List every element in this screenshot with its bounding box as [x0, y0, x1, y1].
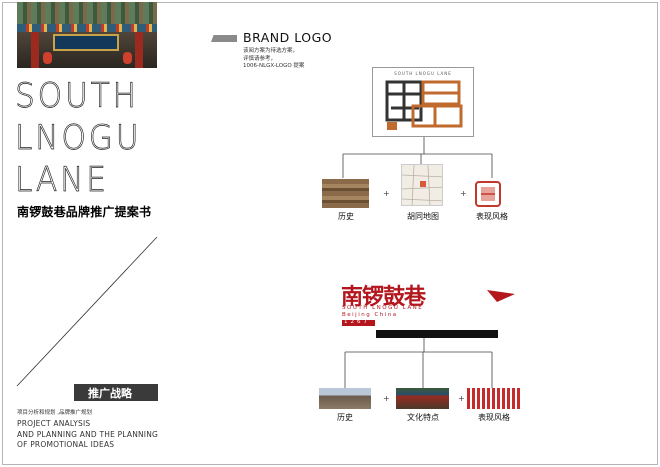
brand-description: 该阅方案为待选方案， 评慎请参考， 1006-NLGX-LOGO 提案: [243, 48, 304, 71]
logo2-sub-line: Beijing China: [342, 311, 398, 318]
year-tag: 1267: [342, 319, 375, 326]
title-line: LANE: [15, 160, 109, 201]
notes-en-line: OF PROMOTIONAL IDEAS: [17, 440, 115, 449]
style-seal-thumbnail: [473, 179, 503, 209]
bottom-notes: 项目分析和规划 ,品牌推广规划 PROJECT ANALYSIS AND PLA…: [17, 408, 158, 451]
caption-culture: 文化特点: [407, 413, 439, 422]
section-tag-label: 推广战略: [88, 387, 132, 400]
desc-line: 1006-NLGX-LOGO 提案: [243, 63, 305, 69]
style-banner-photo: [467, 388, 520, 409]
caption-hutong-map: 胡同地图: [407, 212, 439, 221]
logo1-small-text: SOUTH LNOGU LANE: [394, 71, 452, 76]
logo-proposal-1: SOUTH LNOGU LANE: [372, 67, 474, 137]
plus-sign: +: [460, 189, 467, 198]
culture-photo: [396, 388, 449, 409]
caption-history-2: 历史: [337, 413, 353, 422]
caption-style-2: 表现风格: [478, 413, 510, 422]
notes-en-line: PROJECT ANALYSIS: [17, 419, 91, 428]
logo2-subtext: SOUTH LNOGU LANE Beijing China: [342, 305, 423, 318]
caption-style: 表现风格: [476, 212, 508, 221]
brand-heading: BRAND LOGO: [243, 30, 333, 45]
plus-sign: +: [383, 394, 390, 403]
history-photo-2: [319, 388, 371, 409]
black-bar: [376, 330, 498, 338]
plus-sign: +: [458, 394, 465, 403]
title-line: LNOGU: [15, 118, 142, 159]
plus-sign: +: [383, 189, 390, 198]
logo2-sub-line: SOUTH LNOGU LANE: [342, 305, 424, 311]
heading-marker: [211, 35, 237, 42]
history-thumbnail: [322, 179, 369, 208]
hutong-map-thumbnail: [401, 164, 443, 206]
desc-line: 该阅方案为待选方案，: [243, 48, 299, 54]
gate-photo: [17, 2, 157, 68]
year-label: 1267: [344, 319, 370, 325]
proposal-title: 南锣鼓巷品牌推广提案书: [17, 205, 152, 219]
section-tag: 推广战略: [74, 384, 158, 401]
notes-cn: 项目分析和规划 ,品牌推广规划: [17, 410, 92, 416]
desc-line: 评慎请参考，: [243, 55, 277, 62]
big-outline-title: SOUTH LNOGU LANE: [15, 75, 163, 201]
title-line: SOUTH: [15, 76, 139, 117]
logo1-mark: [385, 80, 463, 130]
caption-history: 历史: [338, 212, 354, 221]
logo-proposal-2: 南锣鼓巷: [341, 285, 515, 310]
notes-en-line: AND PLANNING AND THE PLANNING: [17, 429, 159, 439]
logo2-wordmark: 南锣鼓巷: [341, 285, 427, 310]
